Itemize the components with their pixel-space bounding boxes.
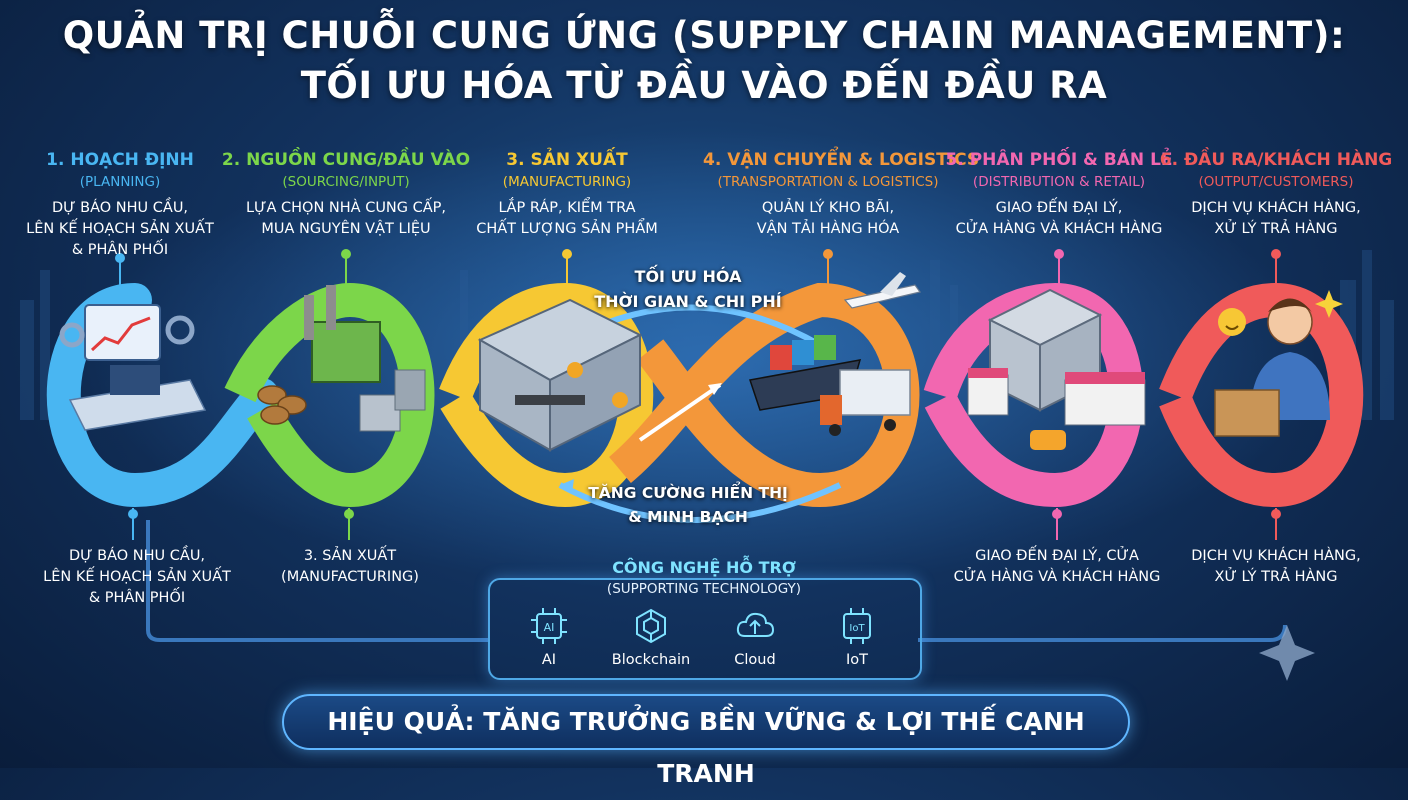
- stage-planning-desc: DỰ BÁO NHU CẦU, LÊN KẾ HOẠCH SẢN XUẤT & …: [26, 200, 214, 258]
- center-arc-bottom: [558, 482, 842, 523]
- cloud-icon: [736, 612, 775, 637]
- technology-subtitle: (SUPPORTING TECHNOLOGY): [606, 581, 802, 597]
- effectiveness-banner: HIỆU QUẢ: TĂNG TRƯỞNG BỀN VỮNG & LỢI THẾ…: [282, 694, 1130, 788]
- stage-sourcing-desc: LỰA CHỌN NHÀ CUNG CẤP, MUA NGUYÊN VẬT LI…: [245, 200, 447, 237]
- stage-planning-name: 1. HOẠCH ĐỊNH: [46, 150, 194, 170]
- bottom-label-distribution: GIAO ĐẾN ĐẠI LÝ, CỬA CỬA HÀNG VÀ KHÁCH H…: [953, 548, 1161, 585]
- bottom-connector-line: [146, 520, 1287, 642]
- stage-manufacturing-name: 3. SẢN XUẤT: [506, 150, 628, 170]
- stage-customers-sub: (OUTPUT/CUSTOMERS): [1198, 174, 1354, 190]
- sourcing-factory-illustration: [257, 285, 426, 432]
- stage-distribution: 5. PHÂN PHỐI & BÁN LẺ (DISTRIBUTION & RE…: [934, 148, 1184, 240]
- stage-manufacturing-sub: (MANUFACTURING): [502, 174, 632, 190]
- bottom-pins: [128, 508, 1281, 540]
- tech-item-iot: IoT IoT: [802, 604, 912, 668]
- stage-sourcing-sub: (SOURCING/INPUT): [282, 174, 410, 190]
- tech-item-iot-label: IoT: [845, 652, 868, 668]
- retail-stores-illustration: [967, 288, 1146, 450]
- blockchain-icon: [636, 608, 666, 644]
- center-arrowhead-bottom: [560, 479, 574, 493]
- sparkle-icon: [1259, 625, 1315, 681]
- stage-logistics-desc: QUẢN LÝ KHO BÃI, VẬN TẢI HÀNG HÓA: [756, 200, 900, 237]
- stage-customers-name: 6. ĐẦU RA/KHÁCH HÀNG: [1159, 150, 1393, 170]
- bottom-label-planning: DỰ BÁO NHU CẦU, LÊN KẾ HOẠCH SẢN XUẤT & …: [43, 548, 231, 606]
- center-top-label: TỐI ƯU HÓA THỜI GIAN & CHI PHÍ: [594, 267, 782, 311]
- stage-distribution-name: 5. PHÂN PHỐI & BÁN LẺ: [945, 150, 1173, 170]
- bottom-label-customers: DỊCH VỤ KHÁCH HÀNG, XỬ LÝ TRẢ HÀNG: [1191, 548, 1361, 585]
- ship-truck-plane-illustration: [749, 272, 922, 436]
- stage-sourcing-name: 2. NGUỒN CUNG/ĐẦU VÀO: [221, 150, 471, 170]
- stage-distribution-sub: (DISTRIBUTION & RETAIL): [972, 174, 1146, 190]
- tech-item-cloud: Cloud: [700, 604, 810, 668]
- center-arrow-diagonal: [638, 383, 722, 442]
- tech-item-ai-label: AI: [541, 652, 557, 668]
- svg-text:AI: AI: [544, 621, 555, 634]
- tech-item-blockchain: Blockchain: [596, 604, 706, 668]
- bottom-label-manufacturing: 3. SẢN XUẤT (MANUFACTURING): [281, 548, 419, 585]
- title-line-2: TỐI ƯU HÓA TỪ ĐẦU VÀO ĐẾN ĐẦU RA: [300, 64, 1108, 107]
- tech-item-cloud-label: Cloud: [734, 652, 776, 668]
- stage-manufacturing-desc: LẮP RÁP, KIỂM TRA CHẤT LƯỢNG SẢN PHẨM: [476, 200, 658, 237]
- technology-panel: [488, 578, 922, 680]
- title-line-1: QUẢN TRỊ CHUỖI CUNG ỨNG (SUPPLY CHAIN MA…: [62, 14, 1346, 57]
- stage-planning-sub: (PLANNING): [79, 174, 161, 190]
- stage-distribution-desc: GIAO ĐẾN ĐẠI LÝ, CỬA HÀNG VÀ KHÁCH HÀNG: [955, 200, 1163, 237]
- stage-sourcing: 2. NGUỒN CUNG/ĐẦU VÀO (SOURCING/INPUT) L…: [221, 148, 471, 240]
- stage-customers: 6. ĐẦU RA/KHÁCH HÀNG (OUTPUT/CUSTOMERS) …: [1151, 148, 1401, 240]
- center-bottom-label: TĂNG CƯỜNG HIỂN THỊ & MINH BẠCH: [588, 484, 788, 526]
- stage-logistics-sub: (TRANSPORTATION & LOGISTICS): [717, 174, 939, 190]
- factory-robots-illustration: [477, 298, 643, 452]
- technology-title: CÔNG NGHỆ HỖ TRỢ: [612, 558, 796, 577]
- planning-desk-illustration: [59, 304, 207, 431]
- stage-customers-desc: DỊCH VỤ KHÁCH HÀNG, XỬ LÝ TRẢ HÀNG: [1191, 200, 1361, 237]
- svg-text:IoT: IoT: [849, 623, 865, 634]
- iot-chip-icon: IoT: [843, 608, 871, 644]
- center-arrowhead-diagonal: [708, 383, 722, 395]
- customer-illustration: [1214, 290, 1343, 437]
- tech-item-ai: AI AI: [494, 604, 604, 668]
- stage-manufacturing: 3. SẢN XUẤT (MANUFACTURING) LẮP RÁP, KIỂ…: [442, 148, 692, 240]
- stage-logistics: 4. VẬN CHUYỂN & LOGISTICS (TRANSPORTATIO…: [703, 148, 980, 240]
- tech-item-blockchain-label: Blockchain: [611, 652, 691, 668]
- ai-chip-icon: AI: [531, 608, 567, 644]
- supply-chain-diagram: [20, 130, 1394, 681]
- top-pins: [115, 249, 1281, 290]
- stage-logistics-name: 4. VẬN CHUYỂN & LOGISTICS: [703, 150, 980, 170]
- stage-planning: 1. HOẠCH ĐỊNH (PLANNING) DỰ BÁO NHU CẦU,…: [0, 148, 245, 261]
